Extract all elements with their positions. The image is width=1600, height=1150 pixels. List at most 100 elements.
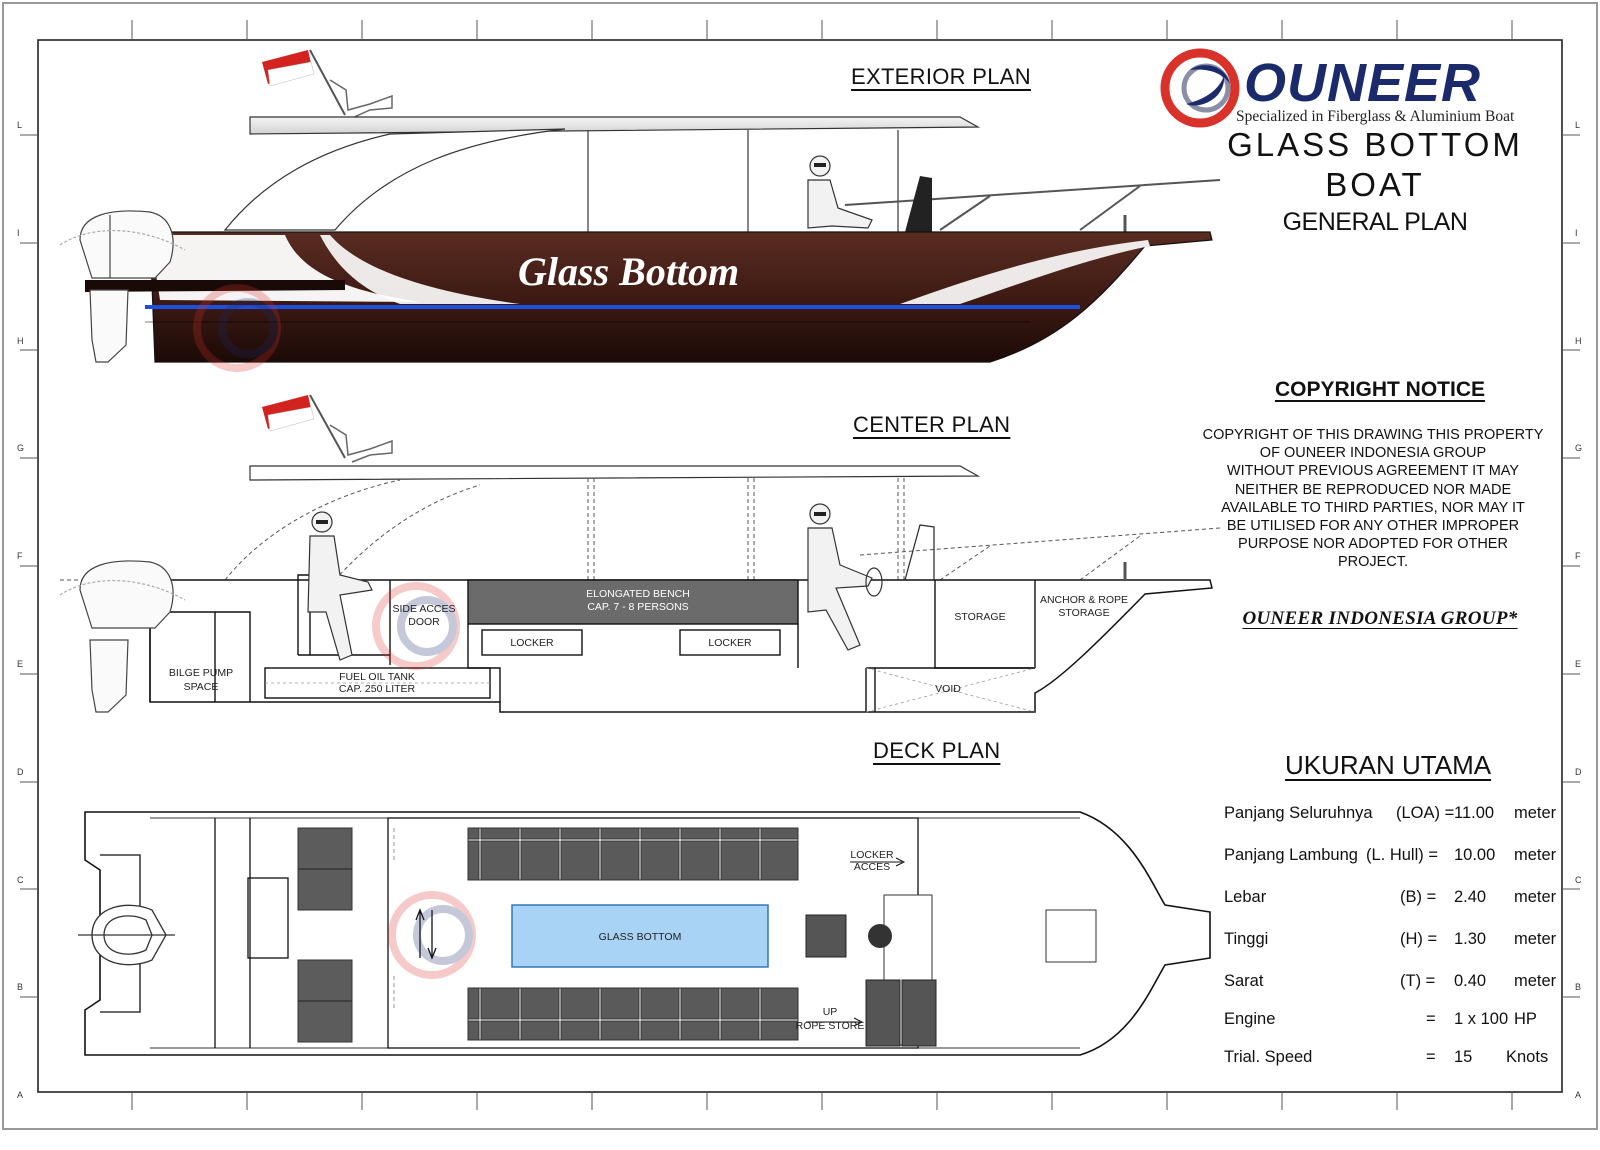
center-plan-drawing: [59, 394, 1221, 713]
border-letters-left: L I H G F E D C B A: [17, 72, 24, 1150]
spec-unit: Knots: [1506, 1048, 1549, 1066]
border-letter: C: [17, 874, 24, 885]
passenger-figure: [307, 511, 373, 661]
border-letter: A: [1575, 1090, 1582, 1101]
border-letter: B: [1575, 982, 1582, 993]
spec-value: 0.40: [1454, 972, 1487, 990]
storage-label: STORAGE: [954, 611, 1005, 623]
border-letter: E: [17, 658, 24, 669]
spec-row: Trial. Speed = 15 Knots: [1224, 1046, 1554, 1068]
spec-name: Engine: [1224, 1010, 1276, 1028]
driver-figure-center: [807, 503, 883, 651]
border-letter: I: [1575, 227, 1578, 238]
void-label: VOID: [935, 683, 961, 695]
deck-outline: [84, 811, 1211, 1056]
locker-label-1: LOCKER: [510, 637, 554, 649]
copyright-line: BE UTILISED FOR ANY OTHER IMPROPER: [1226, 518, 1520, 535]
spec-row: Panjang Seluruhnya (LOA) = 11.00 meter: [1224, 802, 1557, 824]
spec-code: (T) =: [1400, 972, 1436, 990]
outboard-engine-exterior: [59, 210, 186, 363]
glass-bottom-panel: [511, 904, 769, 968]
flag-icon-center: [262, 394, 393, 463]
copyright-line: NEITHER BE REPRODUCED NOR MADE: [1234, 481, 1512, 498]
copyright-line: PROJECT.: [1337, 554, 1409, 571]
spec-row: Panjang Lambung (L. Hull) = 10.00 meter: [1224, 844, 1557, 866]
copyright-line: PURPOSE NOR ADOPTED FOR OTHER: [1238, 536, 1508, 553]
watermark-logos: [193, 284, 476, 979]
ouneer-logo-icon: [1160, 48, 1240, 128]
spec-row: Engine = 1 x 100 HP: [1224, 1008, 1554, 1030]
side-door-label-2: DOOR: [408, 616, 440, 628]
locker-acces-label-1: LOCKER: [850, 849, 894, 861]
spec-value: 2.40: [1454, 888, 1487, 906]
deck-plan-heading: DECK PLAN: [873, 738, 1001, 763]
border-letter: F: [17, 551, 23, 562]
spec-unit: meter: [1514, 804, 1557, 822]
outboard-engine-center: [59, 560, 186, 713]
border-letter: L: [1575, 120, 1581, 130]
spec-code: (LOA) =: [1396, 804, 1455, 822]
border-letter: D: [17, 766, 24, 777]
title-line2: BOAT: [1325, 166, 1425, 203]
spec-name: Sarat: [1224, 972, 1264, 990]
spec-unit: meter: [1514, 888, 1557, 906]
anchor-label-1: ANCHOR & ROPE: [1040, 594, 1128, 606]
copyright-body: COPYRIGHT OF THIS DRAWING THIS PROPERTY …: [1186, 426, 1560, 572]
spec-name: Panjang Lambung: [1224, 846, 1358, 864]
spec-name: Tinggi: [1224, 930, 1269, 948]
spec-row: Tinggi (H) = 1.30 meter: [1224, 928, 1557, 950]
spec-value: 1.30: [1454, 930, 1487, 948]
canopy-roof: [249, 116, 981, 135]
locker-acces-label-2: ACCES: [854, 861, 890, 873]
spec-code: (H) =: [1400, 930, 1438, 948]
spec-code: (L. Hull) =: [1366, 846, 1438, 864]
border-ticks: [20, 20, 1580, 1110]
spec-value: 10.00: [1454, 846, 1496, 864]
copyright-heading: COPYRIGHT NOTICE: [1274, 378, 1485, 401]
logo-wordmark: OUNEER: [1244, 53, 1482, 113]
title-line3: GENERAL PLAN: [1282, 208, 1468, 236]
spec-code: =: [1426, 1048, 1436, 1066]
border-letter: B: [17, 982, 24, 993]
spec-code: (B) =: [1400, 888, 1437, 906]
flag-icon: [262, 49, 393, 119]
spec-row: Lebar (B) = 2.40 meter: [1224, 886, 1557, 908]
company-name: OUNEER INDONESIA GROUP*: [1242, 608, 1518, 629]
hull-name-text: Glass Bottom: [518, 249, 740, 294]
hull-center: [149, 579, 1213, 713]
copyright-line: OF OUNEER INDONESIA GROUP: [1259, 445, 1487, 462]
border-letter: G: [1575, 443, 1583, 454]
spec-unit: meter: [1514, 930, 1557, 948]
fuel-label-2: CAP. 250 LITER: [339, 683, 416, 695]
rope-store-label-2: ROPE STORE: [796, 1020, 865, 1032]
border-letter: L: [17, 120, 23, 130]
spec-row: Sarat (T) = 0.40 meter: [1224, 970, 1557, 992]
exterior-plan-drawing: [59, 49, 1221, 363]
locker-label-2: LOCKER: [708, 637, 752, 649]
border-letter: F: [1575, 551, 1581, 562]
side-door-label-1: SIDE ACCES: [392, 603, 455, 615]
copyright-line: AVAILABLE TO THIRD PARTIES, NOR MAY IT: [1221, 499, 1525, 516]
anchor-label-2: STORAGE: [1058, 607, 1109, 619]
glass-bottom-label: GLASS BOTTOM: [599, 931, 682, 943]
copyright-line: WITHOUT PREVIOUS AGREEMENT IT MAY: [1226, 463, 1520, 480]
bench-label-1: ELONGATED BENCH: [586, 588, 690, 600]
exterior-plan-heading: EXTERIOR PLAN: [851, 64, 1031, 89]
spec-name: Trial. Speed: [1224, 1048, 1313, 1066]
spec-unit: meter: [1514, 972, 1557, 990]
spec-value: 15: [1454, 1048, 1473, 1066]
spec-name: Panjang Seluruhnya: [1224, 804, 1373, 822]
border-letter: E: [1575, 658, 1582, 669]
outboard-engine-deck: [78, 904, 175, 966]
center-plan-heading: CENTER PLAN: [853, 412, 1011, 437]
border-letter: I: [17, 227, 20, 238]
spec-unit: meter: [1514, 846, 1557, 864]
spec-name: Lebar: [1224, 888, 1267, 906]
spec-code: =: [1426, 1010, 1436, 1028]
border-letter: C: [1575, 874, 1582, 885]
border-letters-right: L I H G F E D C B A: [1575, 72, 1582, 1150]
spec-value: 11.00: [1454, 804, 1495, 822]
